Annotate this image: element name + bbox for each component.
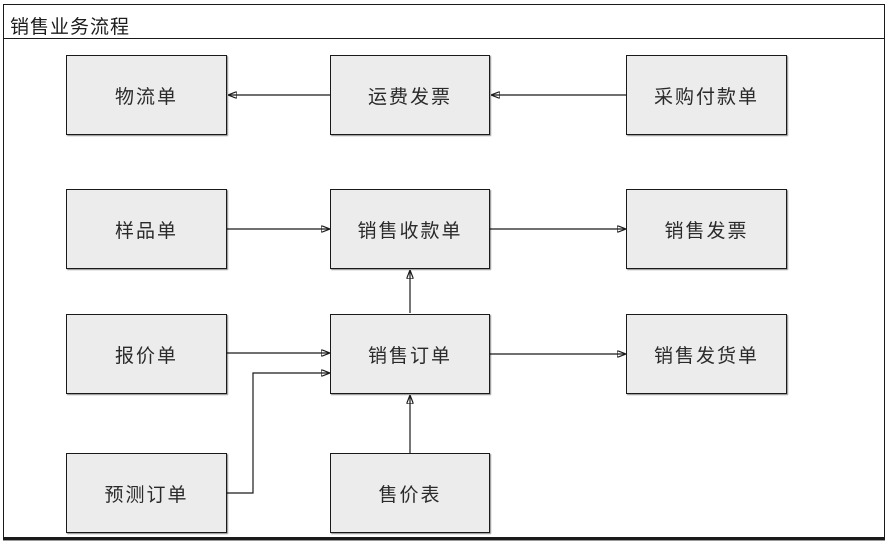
node-sales-invoice[interactable]: 销售发票 xyxy=(626,189,787,269)
node-logistics-order[interactable]: 物流单 xyxy=(66,55,227,135)
node-label: 销售订单 xyxy=(367,344,452,367)
node-price-list[interactable]: 售价表 xyxy=(330,453,490,533)
node-label: 采购付款单 xyxy=(653,85,759,108)
diagram-title: 销售业务流程 xyxy=(10,16,131,38)
node-label: 物流单 xyxy=(114,85,178,108)
node-quotation[interactable]: 报价单 xyxy=(66,314,227,394)
node-sales-delivery-order[interactable]: 销售发货单 xyxy=(626,314,787,394)
node-sample-order[interactable]: 样品单 xyxy=(66,189,227,269)
node-label: 销售发票 xyxy=(664,219,749,242)
node-label: 销售收款单 xyxy=(357,219,463,242)
node-label: 预测订单 xyxy=(104,483,189,506)
node-label: 售价表 xyxy=(378,483,442,506)
node-label: 样品单 xyxy=(114,219,178,242)
node-label: 报价单 xyxy=(114,344,178,367)
node-label: 销售发货单 xyxy=(653,344,759,367)
node-forecast-order[interactable]: 预测订单 xyxy=(66,453,227,533)
diagram-title-bar: 销售业务流程 xyxy=(3,4,885,39)
node-label: 运费发票 xyxy=(367,85,452,108)
node-sales-receipt[interactable]: 销售收款单 xyxy=(330,189,490,269)
node-purchase-payment-order[interactable]: 采购付款单 xyxy=(626,55,787,135)
node-sales-order[interactable]: 销售订单 xyxy=(330,314,490,394)
node-freight-invoice[interactable]: 运费发票 xyxy=(330,55,490,135)
